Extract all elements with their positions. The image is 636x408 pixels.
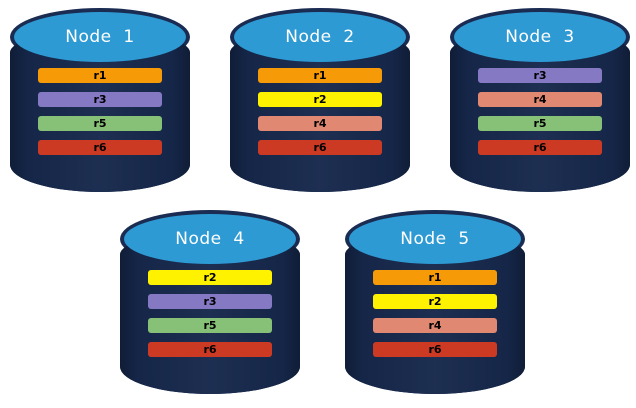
replica-bar[interactable]: r1 [373, 270, 497, 285]
cylinder-top-ellipse [454, 12, 626, 62]
database-node-1[interactable]: Node 1 r1 r3 r5 r6 [10, 8, 190, 198]
database-node-2[interactable]: Node 2 r1 r2 r4 r6 [230, 8, 410, 198]
replica-stack: r1 r3 r5 r6 [38, 68, 162, 155]
replica-bar[interactable]: r6 [258, 140, 382, 155]
node-label: Node 5 [400, 229, 470, 249]
replica-stack: r1 r2 r4 r6 [258, 68, 382, 155]
node-label: Node 1 [65, 27, 135, 47]
replica-bar[interactable]: r2 [148, 270, 272, 285]
node-label: Node 4 [175, 229, 245, 249]
replica-bar[interactable]: r1 [38, 68, 162, 83]
replica-bar[interactable]: r4 [373, 318, 497, 333]
node-label: Node 2 [285, 27, 355, 47]
replica-bar[interactable]: r6 [478, 140, 602, 155]
replica-bar[interactable]: r4 [258, 116, 382, 131]
replica-bar[interactable]: r6 [373, 342, 497, 357]
replica-bar[interactable]: r6 [148, 342, 272, 357]
replica-bar[interactable]: r3 [478, 68, 602, 83]
cylinder-top-ellipse [349, 214, 521, 264]
replica-stack: r3 r4 r5 r6 [478, 68, 602, 155]
replica-bar[interactable]: r4 [478, 92, 602, 107]
replica-bar[interactable]: r3 [148, 294, 272, 309]
replica-stack: r2 r3 r5 r6 [148, 270, 272, 357]
cylinder-top-ellipse [124, 214, 296, 264]
replica-stack: r1 r2 r4 r6 [373, 270, 497, 357]
cylinder-top-ellipse [234, 12, 406, 62]
replica-bar[interactable]: r5 [478, 116, 602, 131]
database-node-4[interactable]: Node 4 r2 r3 r5 r6 [120, 210, 300, 400]
database-node-3[interactable]: Node 3 r3 r4 r5 r6 [450, 8, 630, 198]
replica-bar[interactable]: r3 [38, 92, 162, 107]
replica-bar[interactable]: r5 [38, 116, 162, 131]
node-label: Node 3 [505, 27, 575, 47]
replica-bar[interactable]: r2 [373, 294, 497, 309]
replica-bar[interactable]: r6 [38, 140, 162, 155]
database-node-5[interactable]: Node 5 r1 r2 r4 r6 [345, 210, 525, 400]
cylinder-top-ellipse [14, 12, 186, 62]
replica-bar[interactable]: r5 [148, 318, 272, 333]
replica-bar[interactable]: r2 [258, 92, 382, 107]
replica-bar[interactable]: r1 [258, 68, 382, 83]
